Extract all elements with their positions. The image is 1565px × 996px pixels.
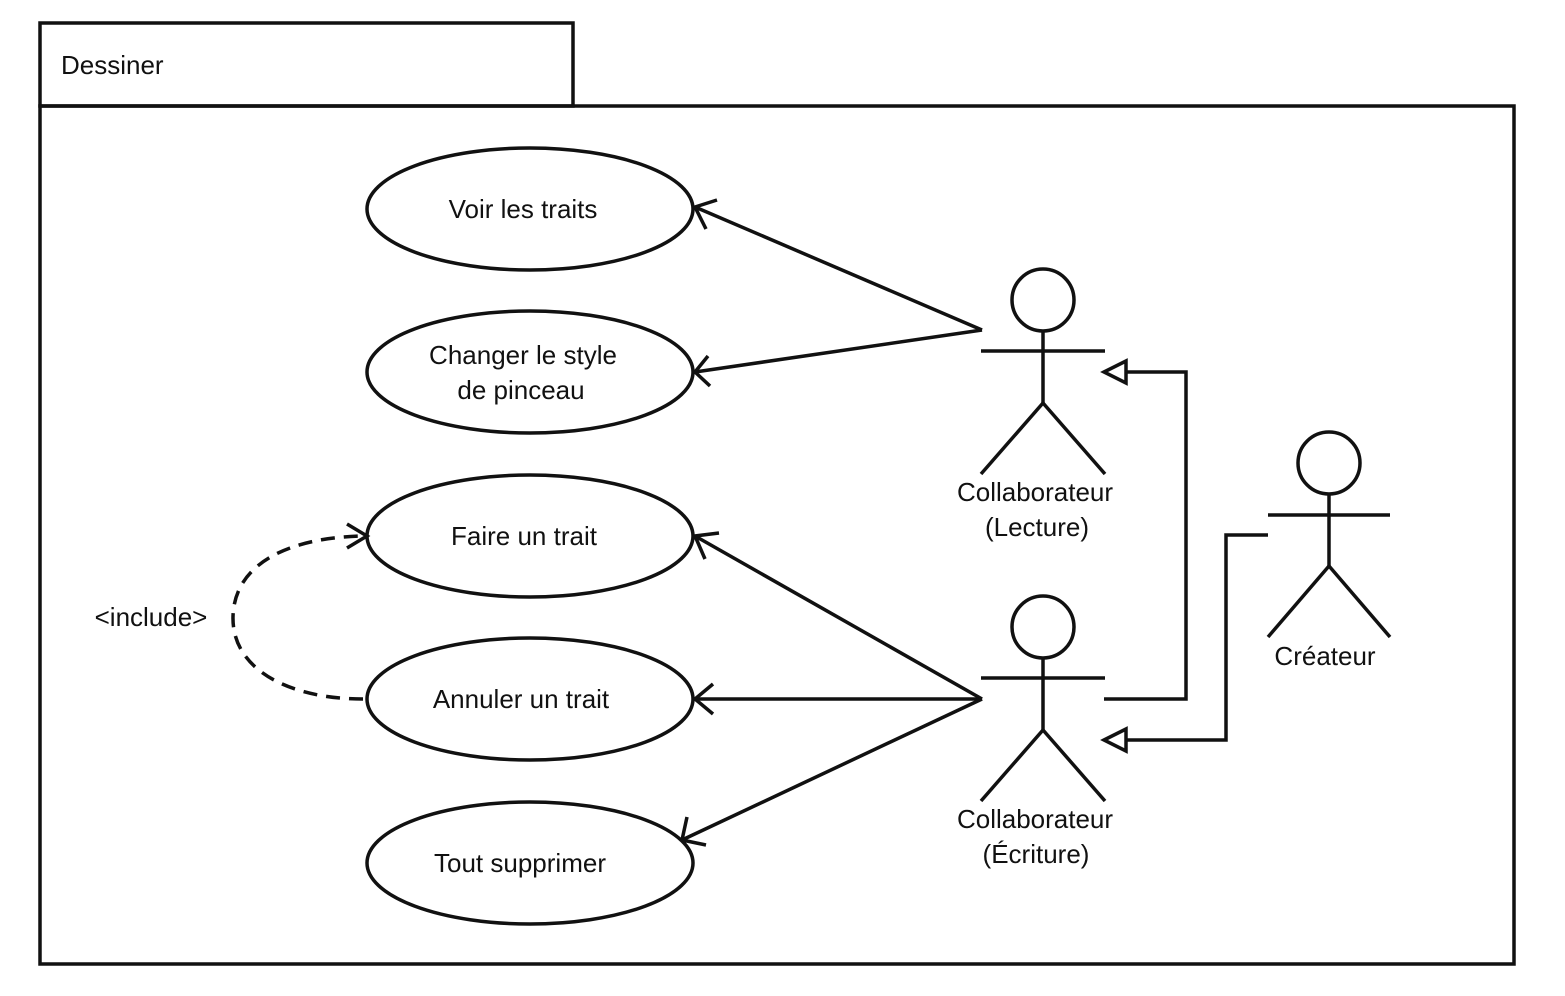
generalization-createur-to-ecriture	[1100, 533, 1268, 754]
use-case-annuler-un-trait: Annuler un trait	[365, 636, 695, 762]
actor-label: Créateur	[1274, 641, 1375, 671]
include-label: <include>	[95, 602, 208, 632]
package-frame: Dessiner	[38, 21, 1516, 966]
actor-label: (Écriture)	[983, 839, 1090, 869]
actor-label: Collaborateur	[957, 477, 1113, 507]
package-body	[38, 104, 1516, 966]
use-case-label: Annuler un trait	[433, 684, 610, 714]
use-case-changer-style: Changer le style de pinceau	[365, 309, 695, 435]
use-case-tout-supprimer: Tout supprimer	[365, 800, 695, 926]
actor-label: Collaborateur	[957, 804, 1113, 834]
association-ecriture-faire	[692, 531, 983, 701]
association-ecriture-annuler	[692, 682, 982, 716]
association-lecture-voir	[692, 198, 983, 332]
association-ecriture-supprimer	[679, 697, 983, 847]
use-case-voir-les-traits: Voir les traits	[365, 146, 695, 272]
generalization-ecriture-to-lecture	[1100, 358, 1188, 701]
use-case-label: de pinceau	[457, 375, 584, 405]
use-case-faire-un-trait: Faire un trait	[365, 473, 695, 599]
include-relation: <include>	[95, 522, 371, 701]
actor-createur: Créateur	[1266, 430, 1392, 671]
actor-collaborateur-ecriture: Collaborateur (Écriture)	[957, 594, 1113, 869]
actor-collaborateur-lecture: Collaborateur (Lecture)	[957, 267, 1113, 542]
actor-label: (Lecture)	[985, 512, 1089, 542]
stick-figure-icon	[979, 267, 1107, 476]
use-case-label: Faire un trait	[451, 521, 598, 551]
use-case-label: Changer le style	[429, 340, 617, 370]
use-case-label: Voir les traits	[449, 194, 598, 224]
stick-figure-icon	[979, 594, 1107, 803]
stick-figure-icon	[1266, 430, 1392, 639]
use-case-label: Tout supprimer	[434, 848, 606, 878]
association-lecture-changer	[692, 328, 983, 388]
package-title: Dessiner	[61, 50, 164, 80]
